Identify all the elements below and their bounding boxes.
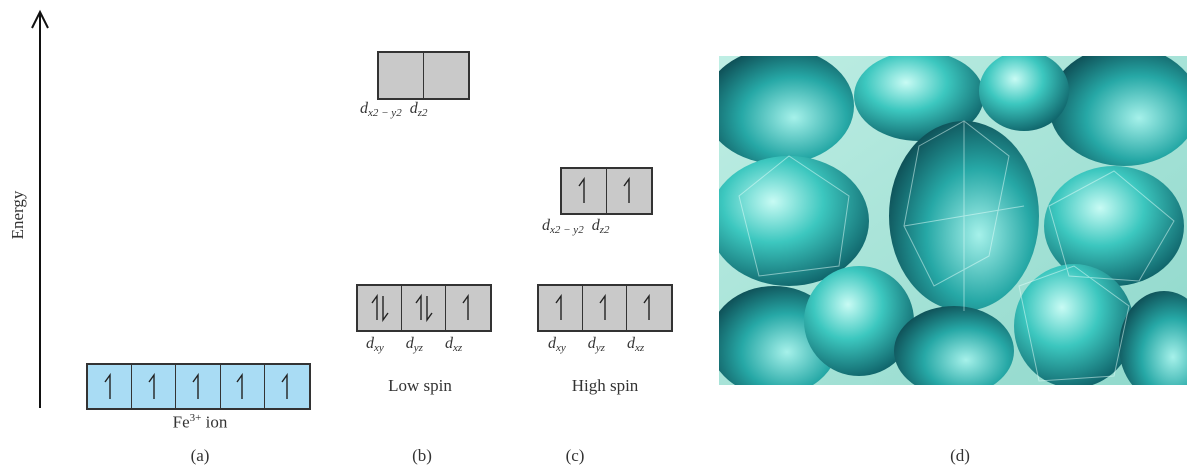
orbital-box	[88, 365, 132, 408]
spin-down-arrow	[427, 296, 432, 320]
orbital-label-dxz: dxz	[445, 335, 462, 354]
fe3-orbital-row	[86, 363, 311, 410]
spin-up-arrow	[149, 375, 154, 399]
orbital-box	[562, 169, 607, 213]
caption-c: (c)	[545, 446, 605, 466]
orbital-label-dxz: dxz	[627, 335, 644, 354]
spin-up-arrow	[556, 296, 561, 320]
low-spin-eg-labels: dx2 − y2 dz2	[360, 100, 427, 119]
orbital-box	[583, 286, 627, 330]
high-spin-eg-row	[560, 167, 653, 215]
caption-d: (d)	[930, 446, 990, 466]
high-spin-t2g-labels: dxy dyz dxz	[548, 335, 678, 354]
low-spin-t2g-row	[356, 284, 492, 332]
orbital-label-dz2: dz2	[410, 100, 428, 117]
orbital-box	[176, 365, 220, 408]
spin-up-arrow	[624, 179, 629, 203]
high-spin-eg-labels: dx2 − y2 dz2	[542, 217, 609, 236]
orbital-label-dyz: dyz	[588, 335, 605, 354]
orbital-box	[446, 286, 490, 330]
spin-up-arrow	[193, 375, 198, 399]
low-spin-label: Low spin	[360, 376, 480, 396]
energy-axis-label: Energy	[8, 185, 28, 245]
orbital-label-dyz: dyz	[406, 335, 423, 354]
spin-up-arrow	[463, 296, 468, 320]
spin-up-arrow	[282, 375, 287, 399]
spin-up-arrow	[237, 375, 242, 399]
orbital-box	[379, 53, 424, 98]
orbital-box	[402, 286, 446, 330]
spin-up-arrow	[600, 296, 605, 320]
caption-b: (b)	[392, 446, 452, 466]
orbital-box	[358, 286, 402, 330]
orbital-box	[539, 286, 583, 330]
orbital-box	[424, 53, 469, 98]
aquamarine-gems-photo	[719, 56, 1187, 385]
orbital-label-dxy: dxy	[366, 335, 384, 354]
orbital-box	[627, 286, 671, 330]
spin-up-arrow	[416, 296, 421, 320]
spin-up-arrow	[372, 296, 377, 320]
spin-up-arrow	[644, 296, 649, 320]
low-spin-eg-row	[377, 51, 470, 100]
orbital-label-dx2y2: dx2 − y2	[360, 100, 402, 117]
orbital-label-dxy: dxy	[548, 335, 566, 354]
orbital-box	[132, 365, 176, 408]
high-spin-t2g-row	[537, 284, 673, 332]
orbital-label-dz2: dz2	[592, 217, 610, 234]
high-spin-label: High spin	[540, 376, 670, 396]
spin-up-arrow	[105, 375, 110, 399]
energy-axis-arrow	[28, 8, 52, 410]
orbital-box	[607, 169, 652, 213]
fe3-ion-label: Fe3+ ion	[130, 412, 270, 433]
spin-down-arrow	[383, 296, 388, 320]
caption-a: (a)	[170, 446, 230, 466]
orbital-label-dx2y2: dx2 − y2	[542, 217, 584, 234]
low-spin-t2g-labels: dxy dyz dxz	[366, 335, 496, 354]
orbital-box	[221, 365, 265, 408]
orbital-box	[265, 365, 309, 408]
spin-up-arrow	[579, 179, 584, 203]
